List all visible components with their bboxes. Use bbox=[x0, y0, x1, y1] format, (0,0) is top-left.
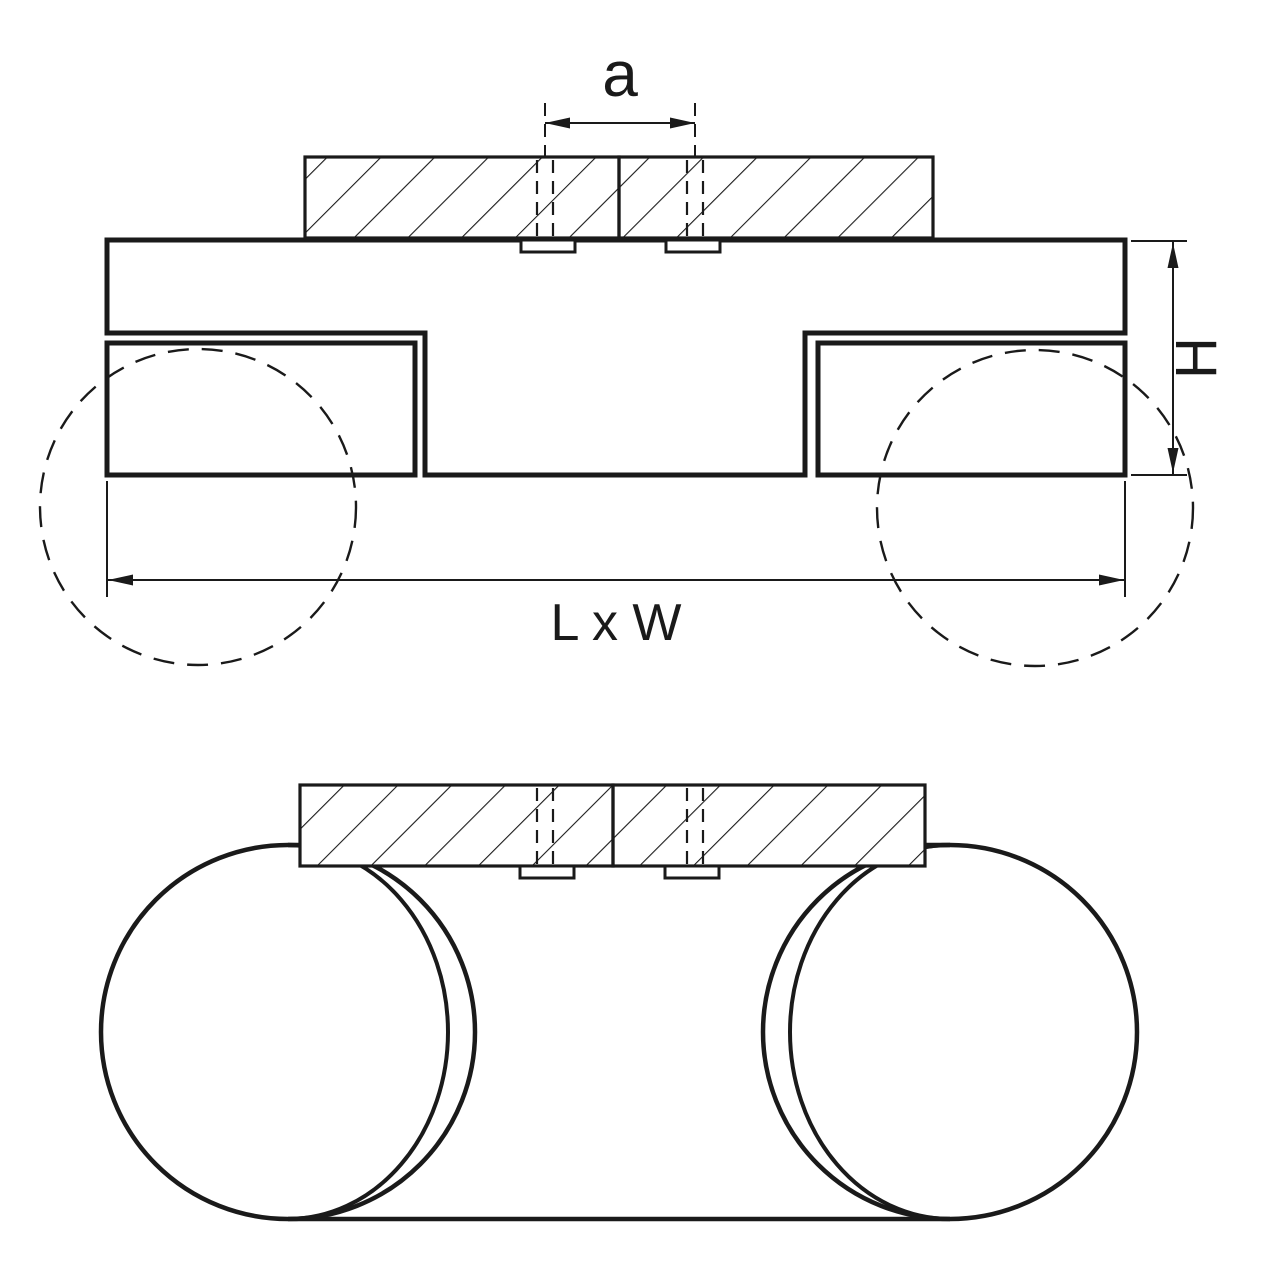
dimension-h: H bbox=[1131, 240, 1229, 476]
endcap-circle-right bbox=[760, 842, 1140, 1222]
right-endcap-section bbox=[815, 340, 1128, 478]
dimension-a-arrow-right bbox=[670, 117, 695, 129]
dimension-a-label: a bbox=[602, 38, 638, 110]
dimension-lxw-label: L x W bbox=[551, 594, 682, 652]
mounting-holes-hidden-lines bbox=[535, 103, 705, 251]
fixing-clip-left bbox=[519, 238, 577, 254]
endcap-circle-left bbox=[98, 842, 478, 1222]
mounting-block-hatched bbox=[303, 155, 935, 240]
fixing-clip-front-right bbox=[663, 864, 721, 880]
dimension-h-arrow-bottom bbox=[1167, 448, 1179, 473]
fixing-clip-right bbox=[664, 238, 722, 254]
left-endcap-section bbox=[104, 340, 418, 478]
dimension-h-label: H bbox=[1164, 337, 1229, 379]
dimension-lxw-arrow-left bbox=[108, 574, 133, 586]
dimension-lxw-arrow-right bbox=[1099, 574, 1124, 586]
dimension-h-arrow-top bbox=[1167, 243, 1179, 268]
mounting-block-right-half bbox=[617, 155, 935, 240]
mounting-holes-hidden-lines-front bbox=[535, 788, 705, 878]
mounting-block-hatched-front bbox=[298, 783, 927, 868]
dimension-a-arrow-left bbox=[545, 117, 570, 129]
endcap-phantom-circle-right bbox=[875, 348, 1195, 668]
side-section-view: a H L x W bbox=[38, 38, 1229, 668]
mounting-block-front-left-half bbox=[298, 783, 615, 868]
dimension-lxw: L x W bbox=[106, 481, 1126, 652]
fixture-body-profile bbox=[104, 237, 1128, 478]
mounting-block-left-half bbox=[303, 155, 621, 240]
front-view bbox=[98, 783, 1140, 1222]
fixing-clip-front-left bbox=[518, 864, 576, 880]
mounting-block-front-right-half bbox=[611, 783, 927, 868]
endcap-phantom-circle-left bbox=[38, 347, 358, 667]
dimension-a: a bbox=[545, 38, 695, 129]
